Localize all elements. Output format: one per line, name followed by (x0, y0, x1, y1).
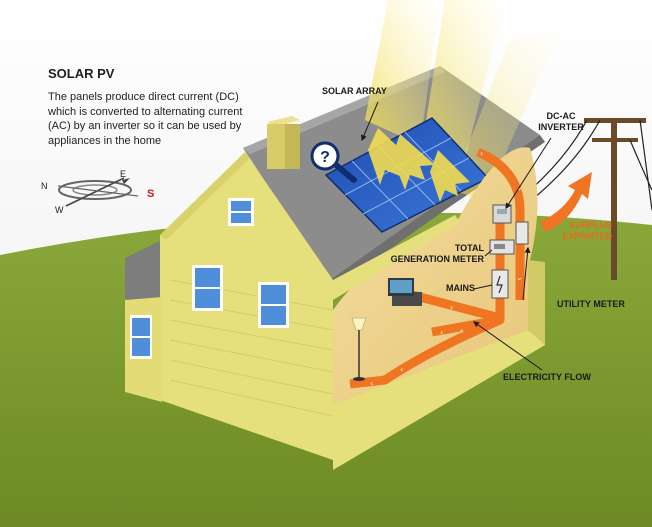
computer-appliance (388, 278, 422, 306)
total-meter-label-line1: TOTAL (454, 243, 484, 253)
utility-meter-label: UTILITY METER (557, 299, 625, 309)
svg-text:‹: ‹ (370, 379, 373, 388)
magnifier-icon: ? (310, 141, 357, 183)
inverter-label-line2: INVERTER (538, 122, 584, 132)
side-window (130, 315, 152, 359)
mains-label: MAINS (446, 283, 475, 293)
inverter-label: DC-AC INVERTER (537, 111, 585, 133)
diagram-title: SOLAR PV (48, 66, 115, 81)
gable-front (160, 152, 333, 460)
chimney (267, 116, 300, 169)
svg-text:‹: ‹ (460, 326, 463, 335)
compass-icon (57, 177, 139, 207)
sun-rays (365, 0, 560, 200)
compass-e-label: E (120, 169, 127, 179)
electricity-flow-label: ELECTRICITY FLOW (503, 372, 591, 382)
front-window-right (258, 282, 289, 328)
svg-text:?: ? (320, 149, 330, 166)
inverter-label-line1: DC-AC (546, 111, 576, 121)
svg-text:⌄: ⌄ (516, 273, 523, 282)
compass-n-label: N (41, 181, 48, 191)
surplus-label-line2: EXPORTED (562, 231, 612, 241)
sun-arrows (368, 128, 470, 202)
utility-meter-box (515, 221, 529, 245)
surplus-label-line1: SURPLUS (568, 220, 612, 230)
svg-text:‹: ‹ (400, 365, 403, 374)
inverter-box (492, 204, 512, 224)
generation-meter (489, 239, 515, 255)
total-meter-label-line2: GENERATION METER (390, 254, 484, 264)
surplus-label: SURPLUS EXPORTED (560, 220, 612, 242)
compass-s-label: S (147, 188, 155, 200)
interior-cutaway (333, 147, 538, 405)
lower-roof (125, 240, 162, 303)
surplus-arrow (540, 172, 592, 232)
svg-text:›: › (480, 149, 483, 158)
mains-box (491, 269, 509, 299)
front-window-left (192, 265, 223, 311)
attic-window (228, 198, 254, 226)
leader-lines (361, 101, 552, 371)
svg-text:‹: ‹ (440, 328, 443, 337)
svg-text:›: › (450, 303, 453, 312)
diagram-description: The panels produce direct current (DC) w… (48, 91, 243, 147)
floor-lamp (351, 317, 367, 381)
compass-w-label: W (55, 205, 64, 215)
solar-array-label: SOLAR ARRAY (322, 86, 387, 96)
total-meter-label: TOTAL GENERATION METER (386, 243, 484, 265)
